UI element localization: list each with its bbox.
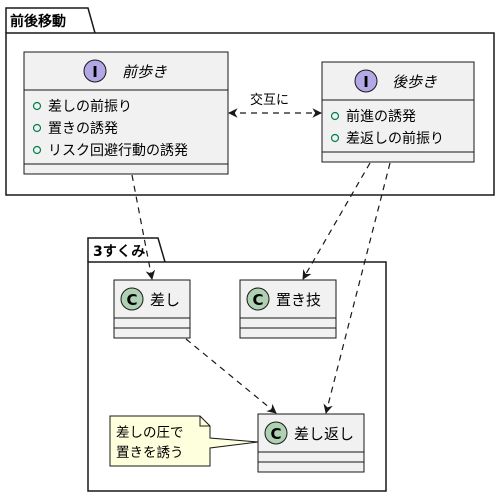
relation-label: 交互に — [250, 92, 289, 108]
class-badge-icon: C — [120, 287, 144, 311]
interface-ushiroaki[interactable]: I 後歩き 前進の誘発 差返しの前振り — [321, 61, 475, 163]
member-item: 前進の誘発 — [330, 108, 416, 125]
member-item: 置きの誘発 — [32, 121, 118, 137]
class-name: 差し返し — [294, 425, 354, 443]
member-item: 差返しの前振り — [330, 130, 444, 147]
class-okiwaza[interactable]: C 置き技 — [239, 279, 337, 339]
member-dot-icon — [32, 101, 42, 111]
note-line: 置きを誘う — [116, 445, 184, 461]
class-name: 前歩き — [122, 63, 167, 81]
member-dot-icon — [32, 145, 42, 155]
svg-text:C: C — [252, 291, 263, 309]
member-item: 差しの前振り — [32, 98, 132, 115]
member-dot-icon — [32, 123, 42, 133]
note-line: 差しの圧で — [116, 425, 184, 441]
package-three-way-standoff: 3すくみ — [87, 237, 387, 492]
member-label: 置きの誘発 — [48, 121, 118, 137]
interface-badge-icon: I — [83, 59, 107, 83]
package-title: 3すくみ — [93, 244, 145, 260]
member-item: リスク回避行動の誘発 — [32, 143, 188, 159]
class-badge-icon: C — [246, 287, 270, 311]
relation-sashi-sashikaeshi — [185, 338, 277, 414]
svg-text:I: I — [92, 63, 98, 81]
interface-badge-icon: I — [354, 69, 378, 93]
member-label: 前進の誘発 — [346, 108, 416, 125]
class-sashikaeshi[interactable]: C 差し返し — [257, 413, 365, 473]
class-name: 差し — [150, 291, 180, 309]
class-sashi[interactable]: C 差し — [113, 279, 191, 339]
class-name: 置き技 — [276, 291, 321, 309]
relation-alternate: 交互に — [228, 92, 322, 118]
svg-text:C: C — [126, 291, 137, 309]
member-label: 差しの前振り — [48, 98, 132, 115]
svg-text:I: I — [363, 73, 369, 91]
package-front-back-movement: 前後移動 — [5, 7, 495, 196]
class-name: 後歩き — [392, 73, 437, 91]
svg-text:C: C — [270, 425, 281, 443]
member-dot-icon — [330, 111, 340, 121]
interface-maeaki[interactable]: I 前歩き 差しの前振り 置きの誘発 リスク回避行動の誘発 — [23, 51, 229, 175]
member-label: リスク回避行動の誘発 — [48, 143, 188, 159]
relation-maeaki-sashi — [131, 174, 156, 280]
class-badge-icon: C — [264, 421, 288, 445]
package-title: 前後移動 — [10, 13, 66, 30]
relation-ushiroaki-okiwaza — [302, 162, 371, 280]
note: 差しの圧で 置きを誘う — [109, 415, 259, 467]
member-label: 差返しの前振り — [346, 130, 444, 147]
member-dot-icon — [330, 133, 340, 143]
